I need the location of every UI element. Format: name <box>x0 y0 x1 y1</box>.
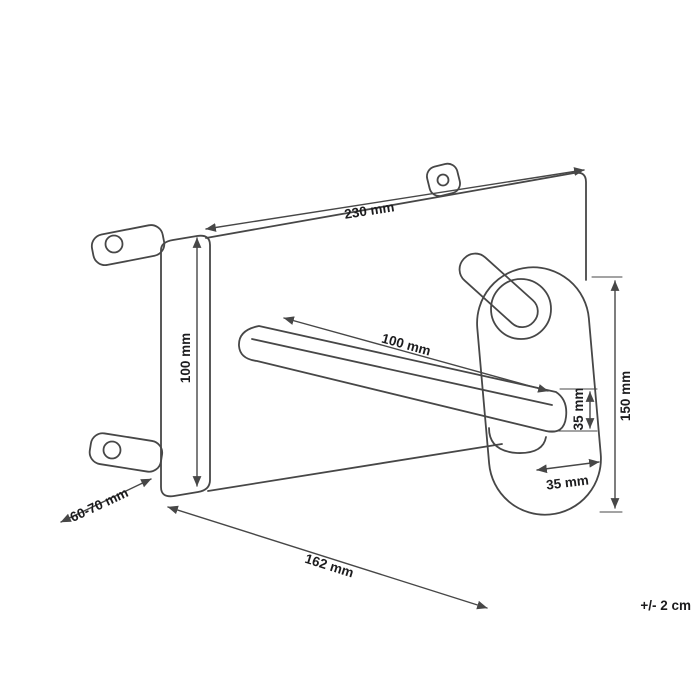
dim-line-spout-length <box>283 316 549 393</box>
mounting-hole-bottom <box>102 440 122 460</box>
tolerance-note: +/- 2 cm <box>640 598 691 613</box>
mounting-box <box>160 234 211 498</box>
escutcheon-plate-shape <box>476 266 602 516</box>
handle-lever <box>458 252 539 329</box>
mounting-clip <box>426 162 461 197</box>
wall-plate-bottom-edge <box>207 443 503 492</box>
dim-line-overall-width <box>167 505 488 610</box>
spout-aerator <box>488 427 547 454</box>
dim-label-trim-height: 150 mm <box>618 371 633 421</box>
dim-label-installation-depth: 60-70 mm <box>68 485 131 525</box>
mounting-tab-bottom <box>88 432 164 473</box>
dim-label-overall-width: 162 mm <box>303 551 355 580</box>
dim-label-trim-width: 35 mm <box>545 472 589 492</box>
mounting-tab-bottom-shape <box>88 432 164 473</box>
spout-outline <box>238 325 568 433</box>
wall-plate-top-edge <box>205 171 587 281</box>
dim-line-trim-width <box>536 458 600 474</box>
dim-line-plate-width <box>205 167 585 232</box>
dim-label-plate-height: 100 mm <box>178 333 193 383</box>
dim-label-plate-width: 230 mm <box>343 199 395 222</box>
handle-pivot <box>490 278 552 340</box>
mounting-tab-top <box>90 224 166 267</box>
dimension-lines-group <box>60 167 623 610</box>
escutcheon-plate <box>476 266 602 516</box>
dim-line-installation-depth <box>60 478 152 523</box>
mounting-tab-top-shape <box>90 224 166 267</box>
mounting-hole-top <box>104 234 124 254</box>
mounting-clip-hole <box>436 173 450 187</box>
handle-lever-shape <box>458 252 539 329</box>
dim-label-spout-height: 35 mm <box>571 388 586 431</box>
mounting-clip-shape <box>426 162 461 197</box>
